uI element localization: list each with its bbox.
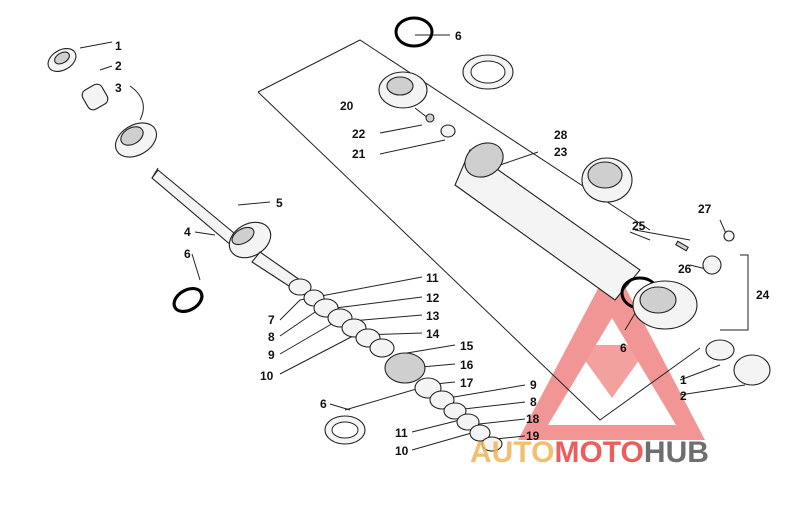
callout-7: 7 xyxy=(268,313,275,327)
callout-4: 4 xyxy=(184,225,191,239)
callout-17: 17 xyxy=(460,376,474,390)
callout-11: 11 xyxy=(395,426,408,440)
callout-2: 2 xyxy=(680,389,687,403)
callout-19: 19 xyxy=(526,429,540,443)
callout-21: 21 xyxy=(352,147,366,161)
svg-text:AUTOMOTOHUB: AUTOMOTOHUB xyxy=(470,436,709,469)
callout-5: 5 xyxy=(276,196,283,210)
callout-8: 8 xyxy=(530,395,537,409)
shim-stack xyxy=(288,278,503,452)
callout-15: 15 xyxy=(460,339,474,353)
callout-6: 6 xyxy=(184,247,191,261)
callout-8: 8 xyxy=(268,330,275,344)
callout-11: 11 xyxy=(426,271,439,285)
watermark-moto: MOTO xyxy=(554,436,643,469)
callout-6: 6 xyxy=(455,29,462,43)
callout-14: 14 xyxy=(426,327,440,341)
watermark-hub: HUB xyxy=(644,436,709,469)
callout-labels: 1 2 3 4 5 6 6 6 6 7 8 9 10 11 12 13 14 1… xyxy=(115,29,770,458)
callout-18: 18 xyxy=(526,412,540,426)
callout-27: 27 xyxy=(698,202,712,216)
callout-24: 24 xyxy=(756,288,770,302)
callout-28: 28 xyxy=(554,128,568,142)
shaft-assembly xyxy=(47,47,301,314)
callout-23: 23 xyxy=(554,145,568,159)
callout-10: 10 xyxy=(395,444,409,458)
callout-6: 6 xyxy=(320,397,327,411)
callout-1: 1 xyxy=(115,39,122,53)
watermark-auto: AUTO xyxy=(470,436,554,469)
callout-16: 16 xyxy=(460,358,474,372)
watermark-text: AUTOMOTOHUB xyxy=(470,436,709,469)
callout-25: 25 xyxy=(632,219,646,233)
callout-1: 1 xyxy=(680,373,687,387)
shock-body-parts xyxy=(378,16,771,386)
callout-22: 22 xyxy=(352,127,366,141)
callout-12: 12 xyxy=(426,291,440,305)
callout-10: 10 xyxy=(260,369,274,383)
callout-9: 9 xyxy=(530,378,537,392)
callout-9: 9 xyxy=(268,348,275,362)
callout-2: 2 xyxy=(115,59,122,73)
callout-13: 13 xyxy=(426,309,440,323)
callout-20: 20 xyxy=(340,99,354,113)
callout-26: 26 xyxy=(678,262,692,276)
callout-3: 3 xyxy=(115,81,122,95)
callout-6: 6 xyxy=(620,341,627,355)
watermark-logo xyxy=(518,262,705,440)
leader-lines xyxy=(79,34,749,451)
